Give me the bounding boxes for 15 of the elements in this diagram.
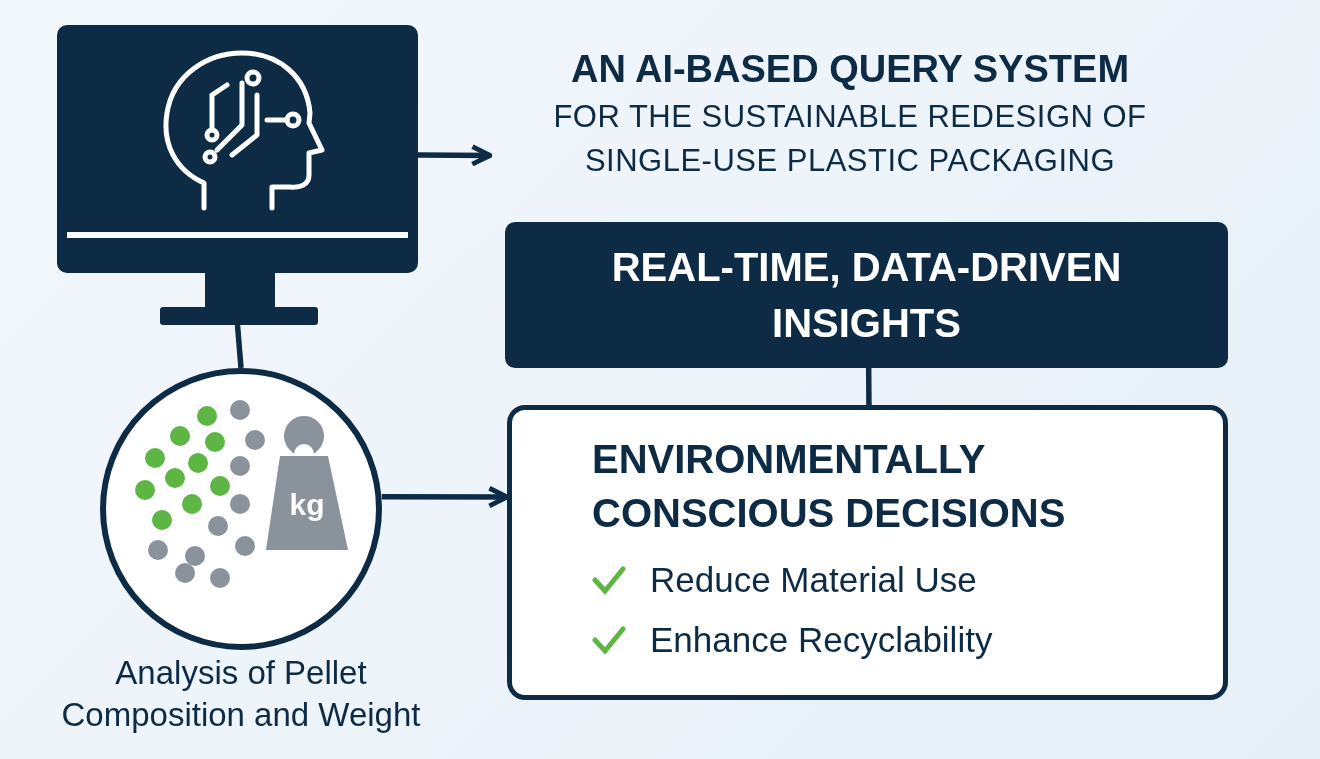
pellet-analysis-circle	[100, 368, 382, 650]
subheading: FOR THE SUSTAINABLE REDESIGN OF SINGLE-USE PLASTIC PACKAGING	[552, 98, 1148, 180]
list-item: Reduce Material Use	[650, 560, 977, 600]
insights-box	[505, 222, 1228, 368]
decisions-box	[507, 405, 1228, 700]
list-item: Enhance Recyclability	[650, 620, 993, 660]
connector-line	[865, 368, 872, 405]
computer-monitor-drawing	[57, 25, 418, 325]
heading: AN AI-BASED QUERY SYSTEM	[569, 47, 1131, 92]
box-text: REAL-TIME, DATA-DRIVEN INSIGHTS	[610, 244, 1123, 347]
circle-caption: Analysis of Pellet Composition and Weight	[60, 653, 422, 735]
arrow	[418, 144, 493, 167]
weight-unit-label: kg	[288, 488, 326, 522]
box-heading: ENVIRONMENTALLY CONSCIOUS DECISIONS	[592, 436, 1067, 537]
connector-line	[234, 324, 244, 369]
